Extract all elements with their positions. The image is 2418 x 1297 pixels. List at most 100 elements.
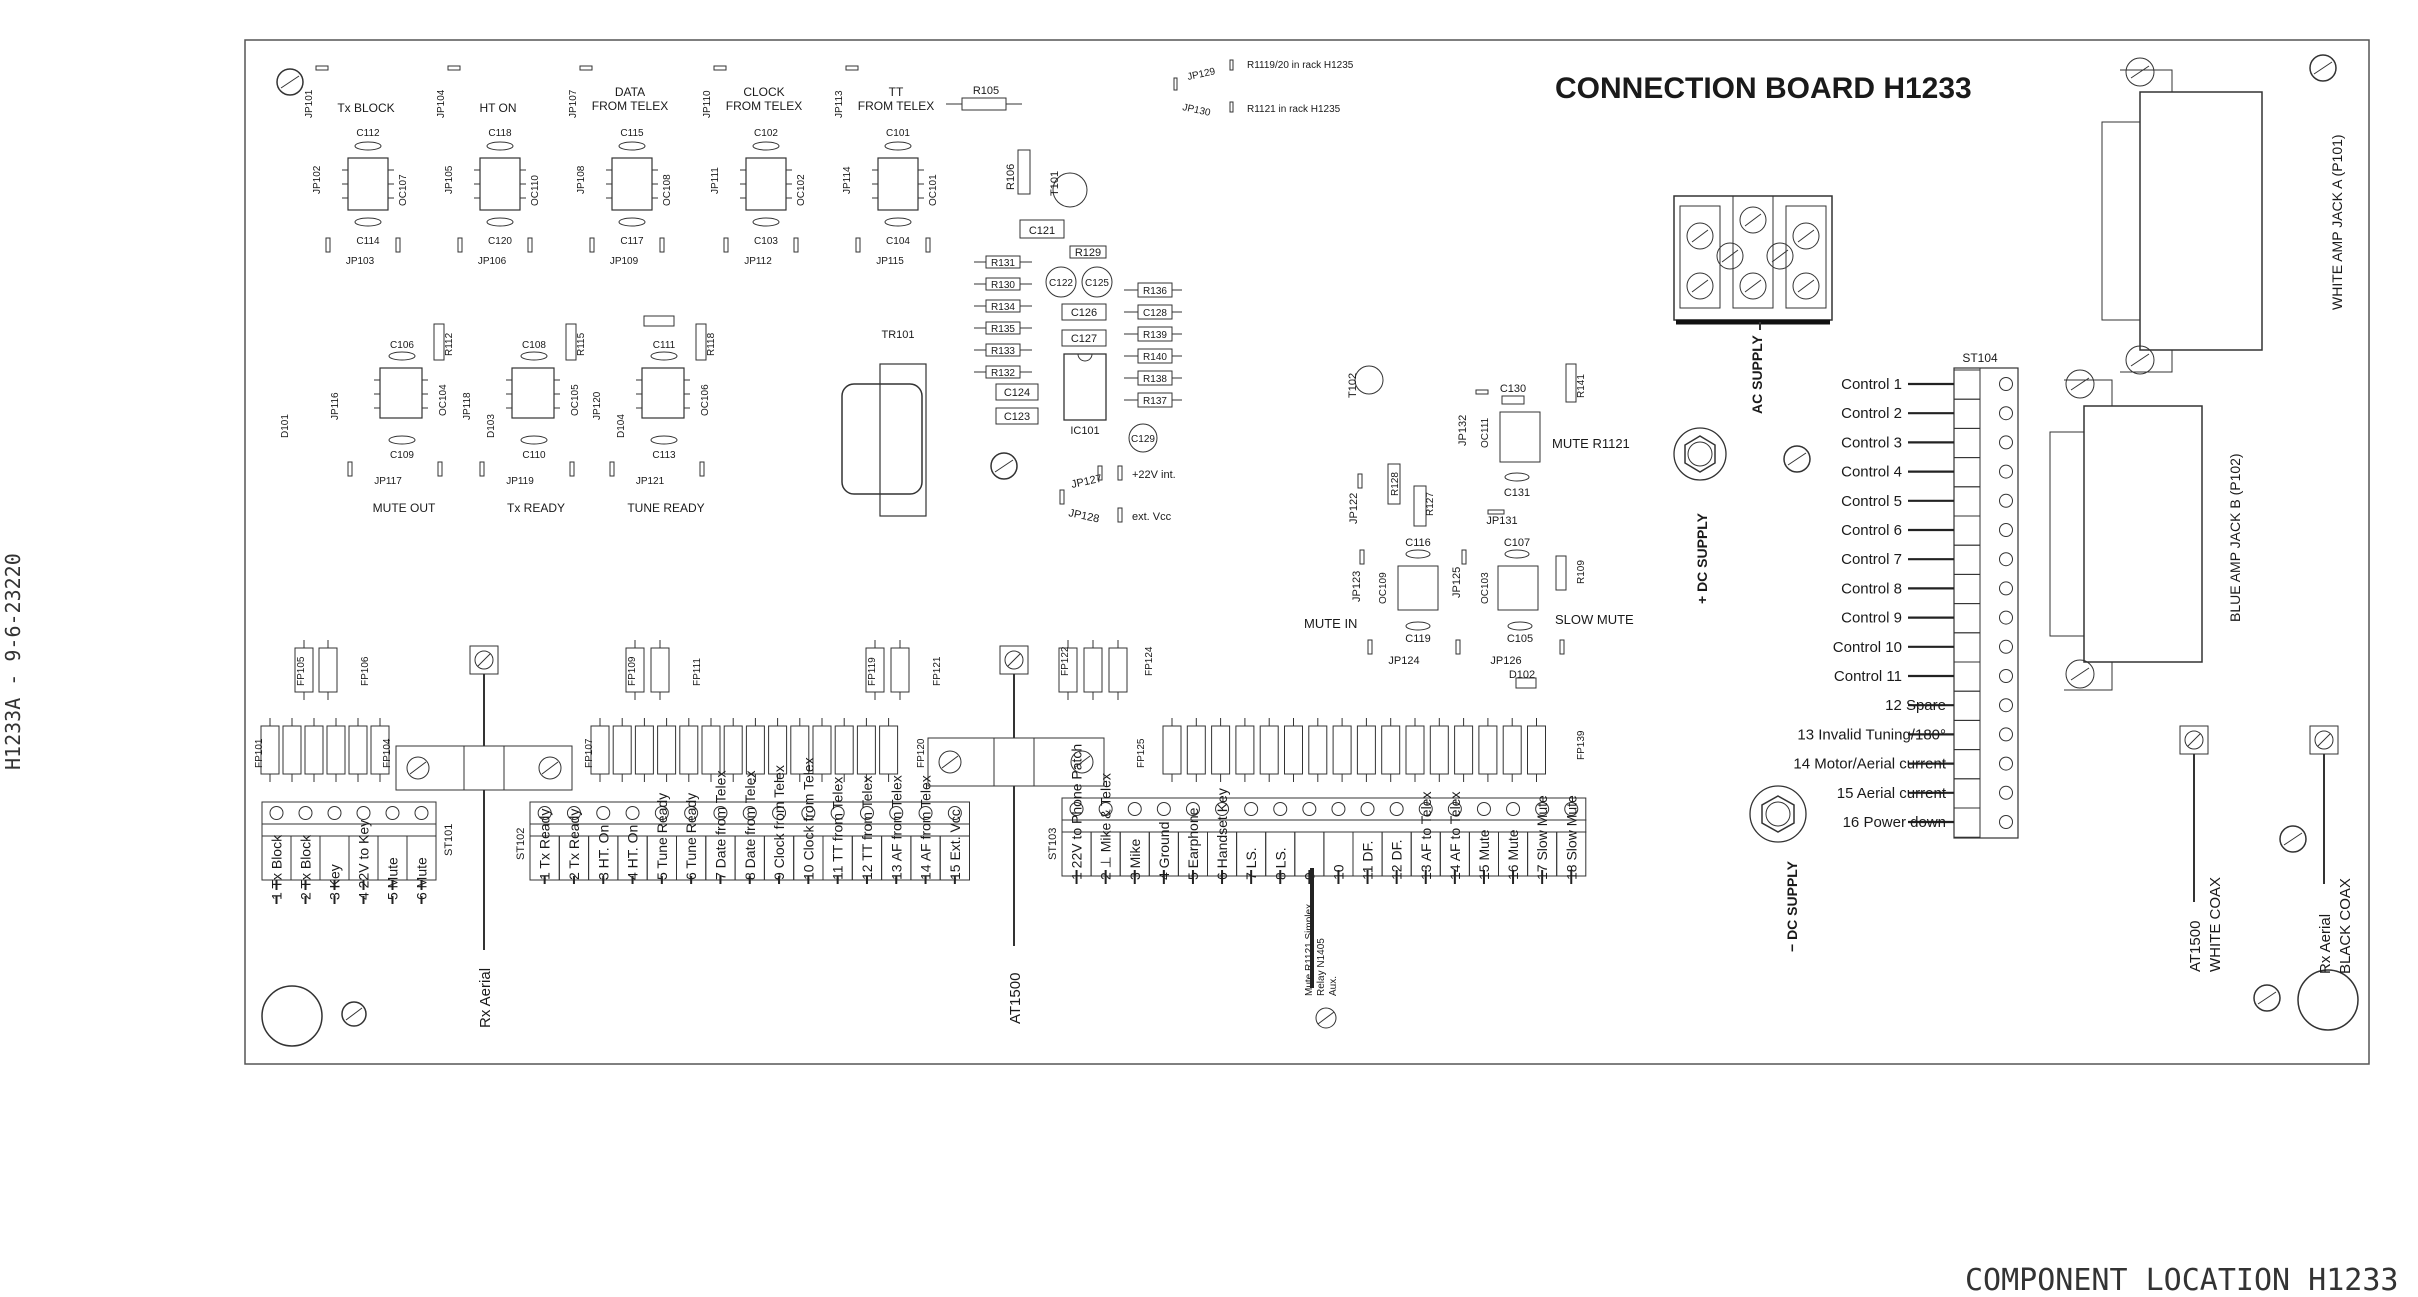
fuse-holder-lower xyxy=(1527,718,1546,782)
fuse-holder-lower xyxy=(1405,718,1425,782)
blue-amp-jack-label: BLUE AMP JACK B (P102) xyxy=(2227,453,2243,622)
pin-label: 5 Mute xyxy=(385,857,401,900)
fuse-holder-upper xyxy=(318,640,338,700)
jp127-label: JP127 xyxy=(1070,473,1103,491)
pin9-note: Relay N1405 xyxy=(1316,938,1327,996)
jp128-label: JP128 xyxy=(1067,507,1100,525)
jp-label: JP106 xyxy=(478,256,507,267)
fuse-holder-lower xyxy=(1284,718,1303,782)
fuse-label: FP125 xyxy=(1136,738,1147,768)
jp130-label: JP130 xyxy=(1181,102,1211,119)
rack-note-2: R1121 in rack H1235 xyxy=(1247,104,1341,115)
fuse-label: FP121 xyxy=(932,656,943,686)
jp-label: JP121 xyxy=(636,476,665,487)
pin-label: 3 Mike xyxy=(1127,839,1143,880)
pin-label: 1 22V to Phone Patch xyxy=(1069,744,1085,880)
fuse-holder-lower xyxy=(657,718,677,782)
cap-label: C120 xyxy=(488,236,512,247)
fuse-holder-lower xyxy=(1259,718,1279,782)
fuse-holder-lower xyxy=(1308,718,1328,782)
fuse-holder-lower xyxy=(590,718,610,782)
fuse-holder-lower xyxy=(1211,718,1231,782)
pin-label: 12 TT from Telex xyxy=(859,776,875,880)
pin-label: 3 HT. On xyxy=(595,825,611,880)
fuse-holder-upper xyxy=(1058,640,1078,700)
oc109-label: OC109 xyxy=(1378,572,1389,604)
resistor-label: R118 xyxy=(706,332,717,356)
pin-label: 16 Mute xyxy=(1505,829,1521,880)
st104-pin-label: Control 1 xyxy=(1841,376,1902,393)
pin-label: 4 Ground xyxy=(1156,822,1172,880)
screw-top-left xyxy=(276,68,304,96)
fuse-holder-lower xyxy=(612,718,632,782)
jp122-label: JP122 xyxy=(1348,493,1360,524)
c127-label: C127 xyxy=(1071,333,1097,345)
jp131-label: JP131 xyxy=(1486,515,1517,527)
vext-label: ext. Vcc xyxy=(1132,511,1172,523)
strip-label: ST102 xyxy=(515,828,527,860)
screw-mid-left xyxy=(990,452,1018,480)
cap-label: C101 xyxy=(886,128,910,139)
rx-aerial-label: Rx Aerial xyxy=(477,968,494,1028)
st104-pin-label: Control 10 xyxy=(1833,639,1902,656)
fuse-holder-lower xyxy=(326,718,346,782)
fuse-label: FP101 xyxy=(254,738,265,768)
fuse-holder-lower xyxy=(701,718,721,782)
pin-label: 2 Tx Ready xyxy=(566,809,582,880)
pin-label: 14 AF to Telex xyxy=(1447,792,1463,880)
oc-label: OC107 xyxy=(398,174,409,206)
fuse-holder-lower xyxy=(745,718,765,782)
fuse-label: FP120 xyxy=(916,738,927,768)
strip-label: ST101 xyxy=(443,824,455,856)
opto-label: Tx READY xyxy=(507,501,565,515)
oc103-label: OC103 xyxy=(1480,572,1491,604)
mounting-hole-bottom-left xyxy=(261,985,323,1047)
fuse-holder-upper xyxy=(890,640,910,700)
jp-label: JP115 xyxy=(876,256,904,267)
c105-label: C105 xyxy=(1507,633,1533,645)
r109-label: R109 xyxy=(1576,560,1587,584)
jp-label: JP105 xyxy=(444,165,455,194)
pin-label: 12 DF. xyxy=(1389,840,1405,880)
fuse-label: FP105 xyxy=(296,656,307,686)
cap-label: C115 xyxy=(620,128,644,139)
cap-label: C102 xyxy=(754,128,778,139)
c123-label: C123 xyxy=(1004,411,1030,423)
st104-pin-label: 16 Power down xyxy=(1843,814,1946,831)
oc111-label: OC111 xyxy=(1480,417,1491,448)
opto-label: TUNE READY xyxy=(627,501,704,515)
fuse-holder-lower xyxy=(834,718,854,782)
vint-label: +22V int. xyxy=(1132,469,1176,481)
oc-label: OC110 xyxy=(530,175,541,206)
r105-label: R105 xyxy=(973,85,999,97)
fuse-holder-lower xyxy=(1502,718,1522,782)
st104-pin-label: Control 11 xyxy=(1834,668,1902,685)
oc-label: OC101 xyxy=(928,174,939,206)
ic101-label: IC101 xyxy=(1070,425,1099,437)
resistor-label: R133 xyxy=(991,346,1015,357)
c125-label: C125 xyxy=(1085,278,1109,289)
pin-label: 3 Key xyxy=(327,864,343,900)
st104-pin-label: 13 Invalid Tuning/180° xyxy=(1797,726,1946,743)
pin9-note: Aux. xyxy=(1328,976,1339,996)
fuse-holder-lower xyxy=(1381,718,1401,782)
fuse-label: FP122 xyxy=(1060,646,1071,676)
pin-label: 5 Tune Ready xyxy=(654,793,670,880)
fuse-holder-lower xyxy=(260,718,280,782)
resistor-label: R138 xyxy=(1143,374,1167,385)
opto-label: MUTE OUT xyxy=(373,501,436,515)
fuse-holder-lower xyxy=(348,718,368,782)
mounting-hole-bottom-right xyxy=(2297,969,2359,1031)
resistor-label: R135 xyxy=(991,324,1015,335)
fuse-label: FP124 xyxy=(1144,646,1155,676)
rx-aerial-clamp xyxy=(395,645,573,950)
pin-label: 7 LS. xyxy=(1243,847,1259,880)
pin-label: 10 xyxy=(1330,864,1346,880)
opto-label: HT ON xyxy=(479,101,516,115)
fuse-holder-lower xyxy=(1429,718,1449,782)
